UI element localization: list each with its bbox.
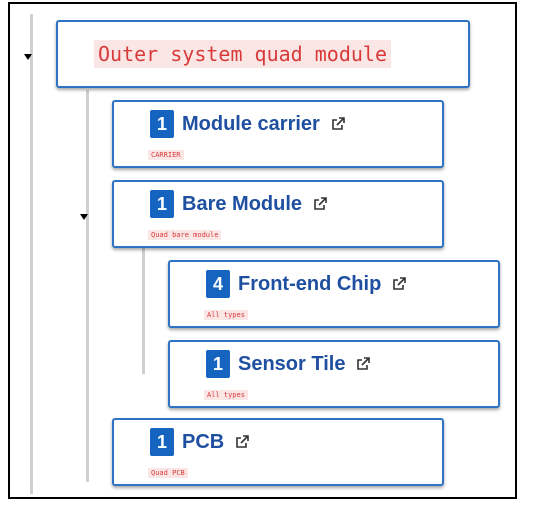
external-link-icon[interactable] [391, 276, 407, 292]
node-card-pcb[interactable]: 1 PCB Quad PCB [112, 418, 444, 486]
node-card-front-end-chip[interactable]: 4 Front-end Chip All types [168, 260, 500, 328]
type-tag: CARRIER [148, 150, 184, 160]
node-name[interactable]: Front-end Chip [238, 272, 382, 295]
external-link-icon[interactable] [312, 196, 328, 212]
count-badge: 4 [206, 270, 230, 298]
type-tag: All types [204, 390, 248, 400]
root-node-card[interactable]: Outer system quad module [56, 20, 470, 88]
tree-line-level2 [142, 248, 145, 374]
node-card-module-carrier[interactable]: 1 Module carrier CARRIER [112, 100, 444, 168]
node-card-bare-module[interactable]: 1 Bare Module Quad bare module [112, 180, 444, 248]
count-badge: 1 [150, 190, 174, 218]
type-tag: All types [204, 310, 248, 320]
tree-line-level1 [86, 90, 89, 482]
node-name[interactable]: Bare Module [182, 192, 303, 215]
root-node-title: Outer system quad module [94, 40, 391, 68]
node-name[interactable]: Module carrier [182, 112, 320, 135]
external-link-icon[interactable] [355, 356, 371, 372]
node-card-sensor-tile[interactable]: 1 Sensor Tile All types [168, 340, 500, 408]
count-badge: 1 [206, 350, 230, 378]
type-tag: Quad bare module [148, 230, 222, 240]
external-link-icon[interactable] [234, 434, 250, 450]
type-tag: Quad PCB [148, 468, 188, 478]
count-badge: 1 [150, 110, 174, 138]
node-name[interactable]: Sensor Tile [238, 352, 346, 375]
external-link-icon[interactable] [330, 116, 346, 132]
component-tree-panel: Outer system quad module 1 Module carrie… [8, 2, 517, 499]
tree-line-root [30, 14, 33, 494]
count-badge: 1 [150, 428, 174, 456]
node-name[interactable]: PCB [182, 430, 225, 453]
caret-down-icon[interactable] [24, 54, 32, 60]
caret-down-icon[interactable] [80, 214, 88, 220]
